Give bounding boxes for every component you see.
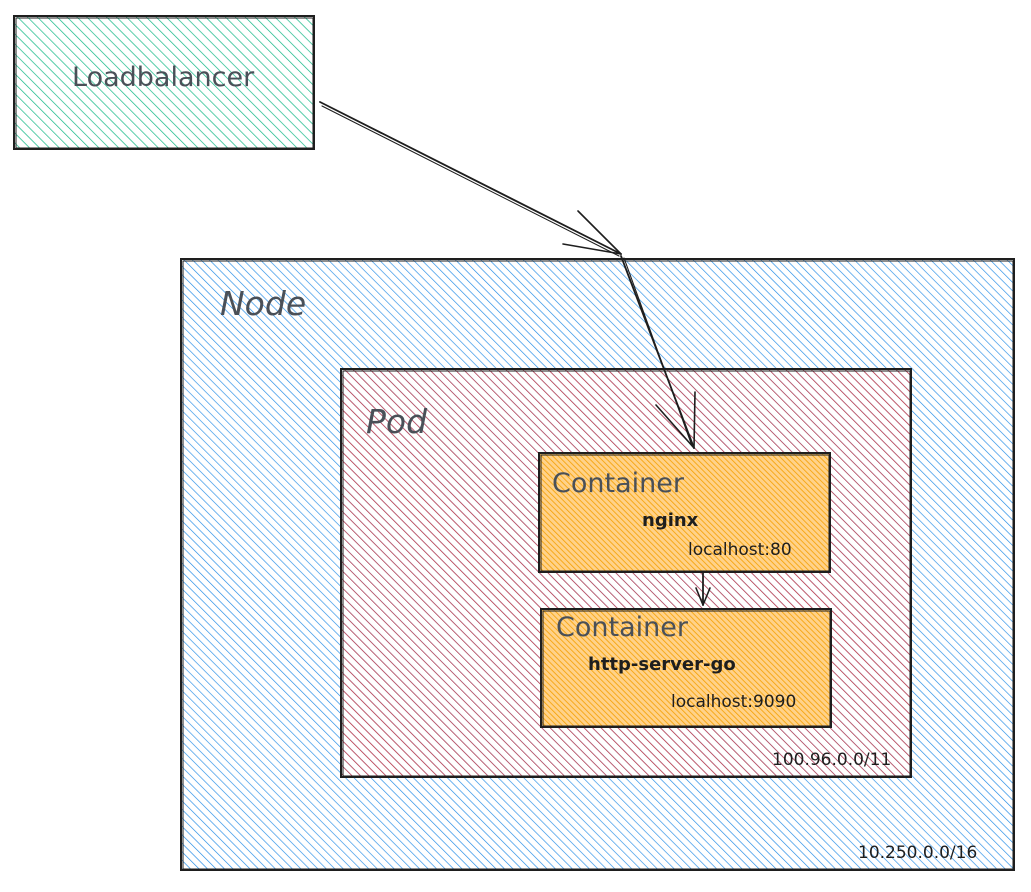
- node-cidr-label: 10.250.0.0/16: [858, 843, 978, 863]
- container-http-server-go-name: http-server-go: [588, 654, 736, 675]
- container-http-server-go-title: Container: [556, 612, 688, 643]
- node-label: Node: [220, 284, 307, 323]
- arrow-node-to-nginx: [620, 255, 696, 449]
- container-nginx-title: Container: [552, 468, 684, 499]
- pod-label: Pod: [366, 402, 428, 441]
- container-http-server-go-box: [540, 608, 832, 728]
- arrow-loadbalancer-to-node: [319, 101, 622, 257]
- container-nginx-address: localhost:80: [688, 540, 792, 560]
- loadbalancer-label: Loadbalancer: [72, 62, 255, 93]
- arrow-nginx-to-http-server-go: [695, 571, 711, 606]
- container-nginx-name: nginx: [642, 510, 699, 531]
- loadbalancer-box: [13, 15, 315, 150]
- container-nginx-box: [538, 452, 831, 573]
- container-http-server-go-address: localhost:9090: [671, 692, 797, 712]
- pod-cidr-label: 100.96.0.0/11: [772, 750, 892, 770]
